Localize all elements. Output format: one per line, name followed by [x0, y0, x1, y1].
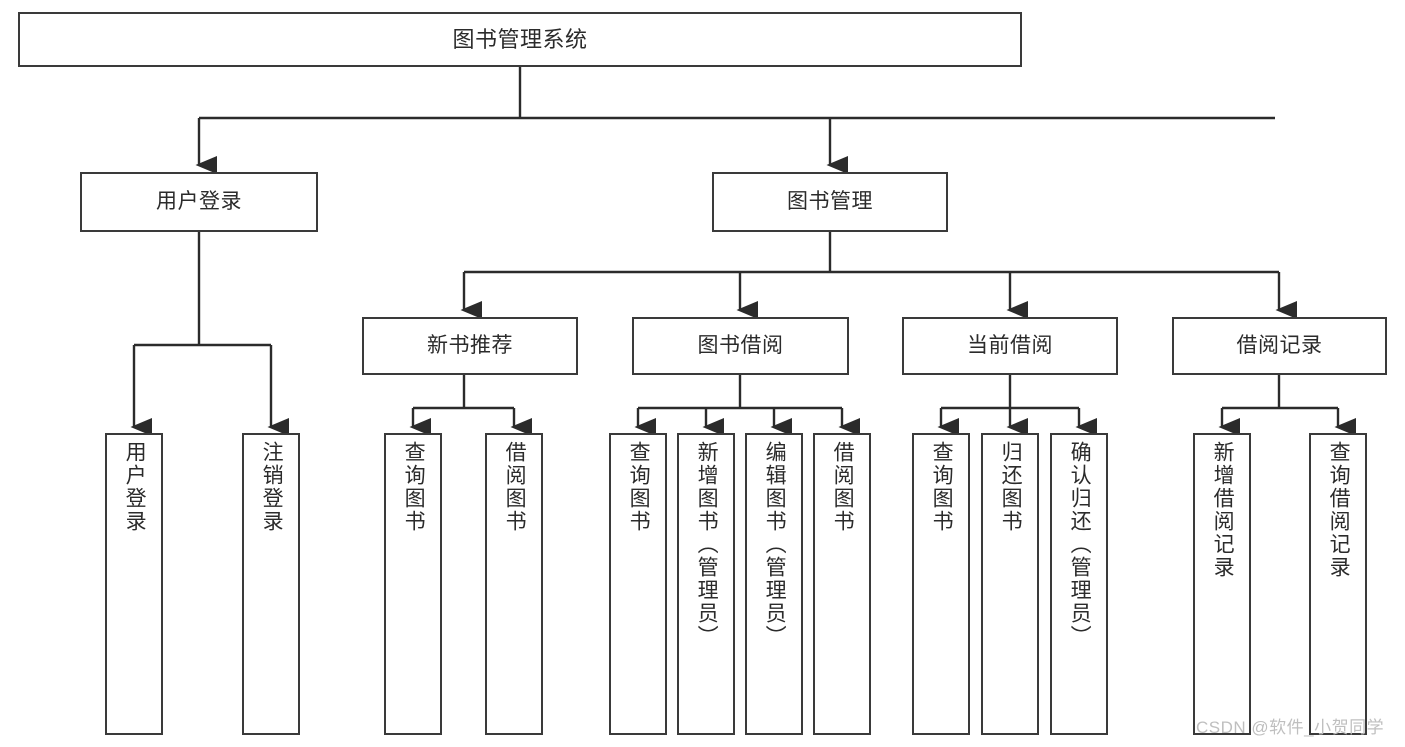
node-leaf-query-book-borrow[interactable]: 查询图书 — [609, 433, 667, 735]
node-label: 确认归还（管理员） — [1068, 441, 1092, 648]
node-label: 查询图书 — [627, 441, 651, 533]
node-leaf-query-borrow-record[interactable]: 查询借阅记录 — [1309, 433, 1367, 735]
node-book-management[interactable]: 图书管理 — [712, 172, 948, 232]
node-label: 查询图书 — [930, 441, 954, 533]
node-leaf-confirm-return-admin[interactable]: 确认归还（管理员） — [1050, 433, 1108, 735]
node-borrow-record[interactable]: 借阅记录 — [1172, 317, 1387, 375]
node-book-borrow[interactable]: 图书借阅 — [632, 317, 849, 375]
node-leaf-add-book-admin[interactable]: 新增图书（管理员） — [677, 433, 735, 735]
node-label: 图书借阅 — [697, 333, 784, 357]
node-leaf-user-login[interactable]: 用户登录 — [105, 433, 163, 735]
node-label: 借阅记录 — [1236, 333, 1323, 357]
node-leaf-borrow-book[interactable]: 借阅图书 — [813, 433, 871, 735]
node-label: 新书推荐 — [427, 333, 513, 357]
node-label: 注销登录 — [260, 441, 284, 533]
node-label: 图书管理系统 — [452, 26, 588, 52]
node-label: 用户登录 — [156, 189, 242, 213]
node-root-book-management-system[interactable]: 图书管理系统 — [18, 12, 1022, 67]
node-label: 图书管理 — [787, 189, 873, 213]
node-label: 编辑图书（管理员） — [763, 441, 787, 648]
node-label: 归还图书 — [999, 441, 1023, 533]
node-leaf-query-book-recommend[interactable]: 查询图书 — [384, 433, 442, 735]
csdn-watermark: CSDN @软件_小贺同学 — [1196, 718, 1385, 737]
node-leaf-return-book[interactable]: 归还图书 — [981, 433, 1039, 735]
node-leaf-logout-login[interactable]: 注销登录 — [242, 433, 300, 735]
node-label: 借阅图书 — [831, 441, 855, 533]
node-new-book-recommend[interactable]: 新书推荐 — [362, 317, 578, 375]
node-user-login[interactable]: 用户登录 — [80, 172, 318, 232]
node-leaf-borrow-book-recommend[interactable]: 借阅图书 — [485, 433, 543, 735]
node-label: 当前借阅 — [967, 333, 1053, 357]
node-label: 查询图书 — [402, 441, 426, 533]
node-label: 借阅图书 — [503, 441, 527, 533]
node-current-borrow[interactable]: 当前借阅 — [902, 317, 1118, 375]
node-label: 新增图书（管理员） — [695, 441, 719, 648]
node-label: 查询借阅记录 — [1327, 441, 1351, 579]
node-label: 新增借阅记录 — [1211, 441, 1235, 579]
node-leaf-query-book-current[interactable]: 查询图书 — [912, 433, 970, 735]
node-leaf-edit-book-admin[interactable]: 编辑图书（管理员） — [745, 433, 803, 735]
node-leaf-add-borrow-record[interactable]: 新增借阅记录 — [1193, 433, 1251, 735]
node-label: 用户登录 — [123, 441, 147, 533]
